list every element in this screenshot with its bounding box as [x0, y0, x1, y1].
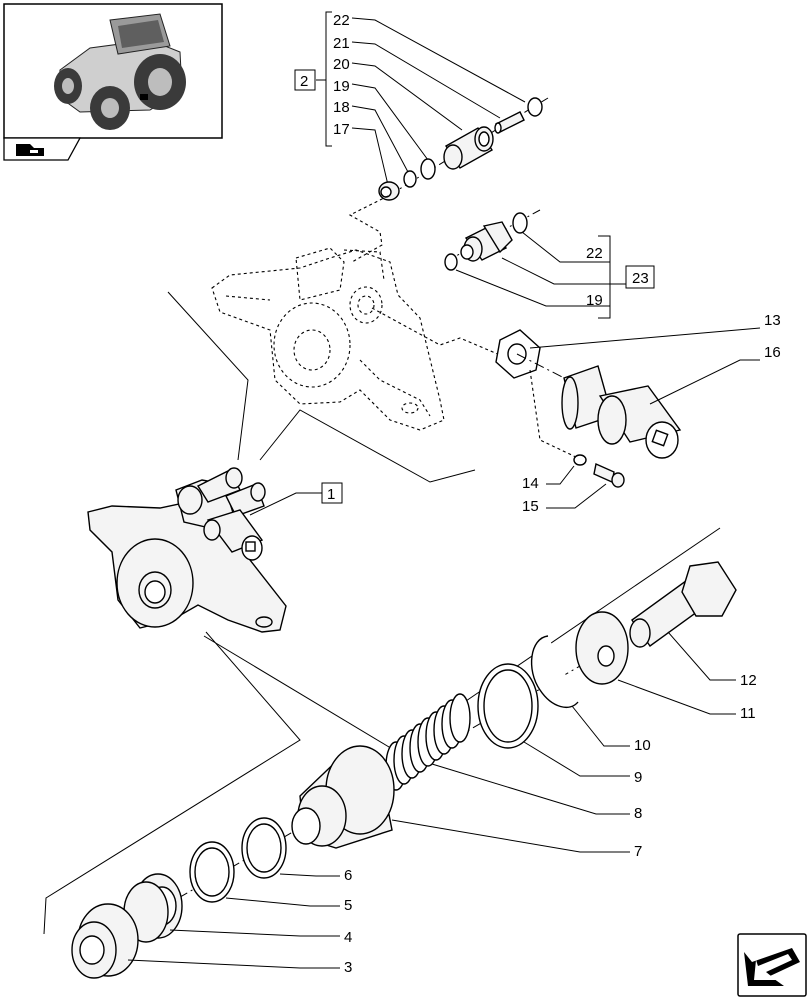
callout-16: 16	[764, 344, 781, 361]
callout-2: 2	[300, 73, 308, 90]
callout-22-top: 22	[333, 12, 350, 29]
part-16-solenoid	[561, 365, 682, 459]
part-20-plug	[443, 126, 494, 170]
next-page-arrow-icon[interactable]	[737, 933, 807, 997]
part-6-ring	[241, 817, 287, 879]
part-22-oring	[527, 97, 543, 117]
part-8-spring	[385, 693, 471, 791]
callout-7: 7	[634, 843, 642, 860]
ghost-housing-outline	[211, 247, 445, 431]
catalog-page-icon[interactable]	[3, 137, 82, 161]
part-3-cup	[71, 903, 139, 979]
callout-15: 15	[522, 498, 539, 515]
callout-box-2	[294, 69, 316, 91]
callout-11: 11	[740, 705, 756, 722]
part-14-washer	[573, 454, 587, 466]
part-1-housing-assembly	[87, 467, 287, 633]
part-15-bolt	[593, 463, 625, 488]
part-22-oring-right	[512, 212, 528, 234]
callout-6: 6	[344, 867, 352, 884]
callout-17: 17	[333, 121, 350, 138]
callout-9: 9	[634, 769, 642, 786]
tractor-thumbnail[interactable]	[3, 3, 223, 139]
callout-box-1	[321, 482, 343, 504]
part-18-oring	[403, 170, 417, 188]
part-5-ring	[189, 841, 235, 903]
part-23-fitting	[460, 221, 513, 262]
part-21-pin	[494, 111, 525, 134]
callout-8: 8	[634, 805, 642, 822]
callout-box-23	[625, 265, 655, 289]
part-19-oring-right	[444, 253, 458, 271]
callout-23: 23	[632, 270, 649, 287]
callout-19-top: 19	[333, 78, 350, 95]
callout-21: 21	[333, 35, 350, 52]
callout-3: 3	[344, 959, 352, 976]
part-11-washer	[575, 611, 629, 685]
part-10-snap-ring	[530, 635, 579, 709]
part-12-bolt	[629, 561, 737, 648]
part-17-cap	[378, 181, 400, 201]
callout-18: 18	[333, 99, 350, 116]
callout-13: 13	[764, 312, 781, 329]
callout-12: 12	[740, 672, 757, 689]
part-9-seal-ring	[477, 663, 539, 749]
callout-5: 5	[344, 897, 352, 914]
part-4-bearing	[123, 873, 183, 943]
callout-20: 20	[333, 56, 350, 73]
part-19-oring-top	[420, 158, 436, 180]
callout-19-right: 19	[586, 292, 603, 309]
part-7-piston	[291, 745, 395, 849]
callout-22-right: 22	[586, 245, 603, 262]
callout-1: 1	[327, 486, 335, 503]
callout-14: 14	[522, 475, 539, 492]
callout-4: 4	[344, 929, 352, 946]
callout-10: 10	[634, 737, 651, 754]
